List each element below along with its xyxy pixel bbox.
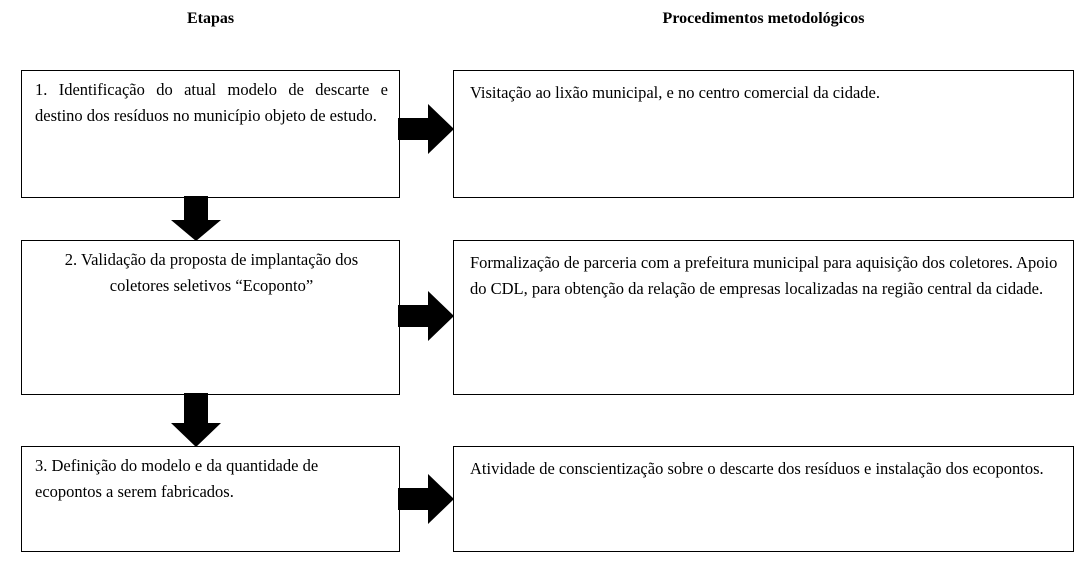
- stage-box-2: 2. Validação da proposta de implantação …: [21, 240, 400, 395]
- right-arrow-icon: [398, 103, 455, 155]
- column-header-etapas: Etapas: [186, 10, 235, 27]
- procedure-box-2-text: Formalização de parceria com a prefeitur…: [470, 253, 1058, 298]
- procedure-box-1-text: Visitação ao lixão municipal, e no centr…: [470, 83, 880, 102]
- procedure-box-3-text: Atividade de conscientização sobre o des…: [470, 459, 1044, 478]
- stage-box-3-text: 3. Definição do modelo e da quantidade d…: [35, 456, 319, 501]
- stage-box-3: 3. Definição do modelo e da quantidade d…: [21, 446, 400, 552]
- down-arrow-icon: [170, 393, 222, 448]
- procedure-box-1: Visitação ao lixão municipal, e no centr…: [453, 70, 1074, 198]
- right-arrow-icon: [398, 290, 455, 342]
- down-arrow-icon: [170, 196, 222, 242]
- procedure-box-2: Formalização de parceria com a prefeitur…: [453, 240, 1074, 395]
- procedure-box-3: Atividade de conscientização sobre o des…: [453, 446, 1074, 552]
- column-header-procedimentos: Procedimentos metodológicos: [662, 10, 865, 27]
- stage-box-1-text: 1. Identificação do atual modelo de desc…: [35, 80, 388, 125]
- stage-box-1: 1. Identificação do atual modelo de desc…: [21, 70, 400, 198]
- stage-box-2-text: 2. Validação da proposta de implantação …: [64, 250, 359, 295]
- right-arrow-icon: [398, 473, 455, 525]
